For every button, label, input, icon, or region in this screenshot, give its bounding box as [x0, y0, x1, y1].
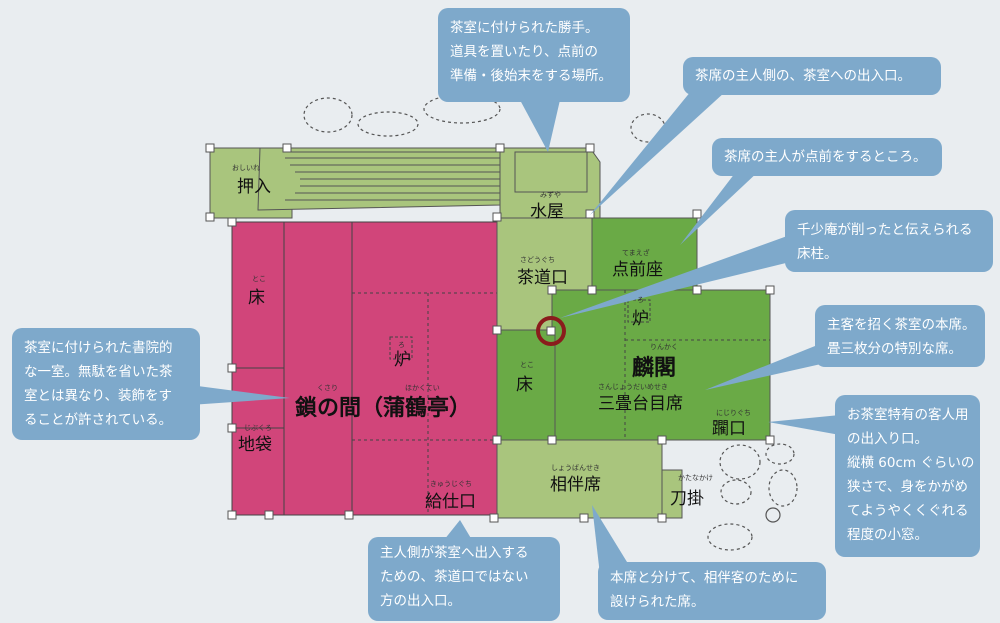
kusari-label: 鎖の間（蒲鶴亭） [295, 395, 472, 421]
toko-right-label: 床 [516, 375, 533, 395]
callout-kusari: 茶室に付けられた書院的 な一室。無駄を省いた茶 室とは異なり、装飾をす ることが… [12, 328, 200, 440]
oshiire-label: 押入 [237, 177, 271, 197]
callout-line: の出入り口。 [847, 431, 928, 447]
callout-pointers [190, 80, 840, 575]
callout-line: 茶室に付けられた勝手。 [450, 20, 599, 36]
garden-stones [303, 94, 798, 551]
katanakake-shelf [661, 469, 683, 519]
callout-shobanseki: 本席と分けて、相伴客のために 設けられた席。 [598, 562, 826, 620]
jibukuro-label: 地袋 [238, 435, 272, 455]
katanakake-label: 刀掛 [670, 489, 704, 509]
kusari-ruby: くさり [317, 384, 338, 392]
callout-honseki: 主客を招く茶室の本席。 畳三枚分の特別な席。 [815, 305, 985, 367]
toko-right-ruby: とこ [520, 361, 534, 369]
callout-line: 道具を置いたり、点前の [450, 44, 598, 60]
tokobashira-marker [536, 316, 566, 346]
stone-basin [765, 507, 781, 523]
callout-line: 床柱。 [797, 246, 838, 262]
hokakutei-ruby: ほかくてい [405, 384, 440, 392]
callout-line: お茶室特有の客人用 [847, 407, 969, 423]
room-mizuya [499, 147, 601, 219]
toko-left-ruby: とこ [252, 275, 266, 283]
callout-tokobashira: 千少庵が削ったと伝えられる 床柱。 [785, 210, 993, 272]
callout-line: 設けられた席。 [610, 594, 705, 610]
oshiire-ruby: おしいれ [232, 164, 260, 172]
callout-line: 方の出入口。 [380, 593, 461, 609]
callout-line: 狭さで、身をかがめ [847, 479, 968, 495]
callout-line: 縦横 60cm ぐらいの [847, 455, 975, 471]
temaeza-ruby: てまえざ [622, 249, 650, 257]
toko-left-label: 床 [248, 288, 265, 308]
callout-line: な一室。無駄を省いた茶 [24, 364, 173, 380]
callout-line: 準備・後始末をする場所。 [450, 68, 612, 84]
sanjo-ruby: さんじょうだいめせき [598, 383, 668, 391]
ro-left-label: 炉 [394, 350, 411, 370]
kyujiguchi-ruby: きゅうじぐち [430, 480, 472, 488]
callout-line: 茶室に付けられた書院的 [24, 340, 173, 356]
sanjo-label: 三畳台目席 [598, 394, 683, 414]
room-toko-right [496, 329, 556, 441]
ro-upper-label: 炉 [632, 309, 649, 329]
callout-line: ることが許されている。 [24, 412, 173, 428]
callout-temaeza: 茶席の主人が点前をするところ。 [712, 138, 942, 176]
mizuya-label: 水屋 [530, 202, 564, 222]
ro-left-ruby: ろ [398, 341, 405, 349]
callout-line: 室とは異なり、装飾をす [24, 388, 172, 404]
sadouguchi-ruby: さどうぐち [520, 256, 555, 264]
rinkaku-label: 麟閣 [632, 355, 677, 381]
shobanseki-label: 相伴席 [550, 475, 601, 495]
shobanseki-ruby: しょうばんせき [551, 464, 600, 472]
mizuya-shelf [514, 151, 588, 193]
callout-line: 茶席の主人側の、茶室への出入口。 [695, 68, 911, 84]
callout-mizuya: 茶室に付けられた勝手。 道具を置いたり、点前の 準備・後始末をする場所。 [438, 8, 630, 102]
kyujiguchi-label: 給仕口 [425, 492, 476, 512]
callout-line: 程度の小窓。 [847, 527, 928, 543]
callout-line: 畳三枚分の特別な席。 [827, 341, 962, 357]
ro-upper-ruby: ろ [637, 296, 644, 304]
posts [205, 143, 775, 523]
tatami-lines-kusari [232, 222, 497, 515]
callout-line: 主人側が茶室へ出入する [380, 545, 529, 561]
mizuya-ruby: みずや [540, 191, 561, 199]
nijiriguchi-ruby: にじりぐち [716, 409, 751, 417]
room-shobanseki [496, 439, 663, 519]
callout-nijiriguchi: お茶室特有の客人用 の出入り口。 縦横 60cm ぐらいの 狭さで、身をかがめ … [835, 395, 980, 557]
callout-line: 主客を招く茶室の本席。 [827, 317, 976, 333]
callout-sadouguchi: 茶席の主人側の、茶室への出入口。 [683, 57, 941, 95]
callout-line: 本席と分けて、相伴客のために [610, 570, 799, 586]
nijiriguchi-label: 躙口 [712, 419, 746, 439]
temaeza-label: 点前座 [612, 260, 663, 280]
callout-line: 茶席の主人が点前をするところ。 [724, 149, 927, 165]
katanakake-ruby: かたなかけ [678, 474, 713, 482]
sadouguchi-label: 茶道口 [517, 268, 568, 288]
callout-line: 千少庵が削ったと伝えられる [797, 222, 973, 238]
callout-line: ための、茶道口ではない [380, 569, 529, 585]
room-sanjo [551, 289, 771, 441]
callout-kyujiguchi: 主人側が茶室へ出入する ための、茶道口ではない 方の出入口。 [368, 537, 560, 621]
rinkaku-ruby: りんかく [650, 343, 678, 351]
step-lines [285, 151, 500, 201]
jibukuro-ruby: じぶくろ [244, 424, 272, 432]
callout-line: てようやくくぐれる [847, 503, 969, 519]
tatami-lines-sanjo [624, 290, 770, 440]
